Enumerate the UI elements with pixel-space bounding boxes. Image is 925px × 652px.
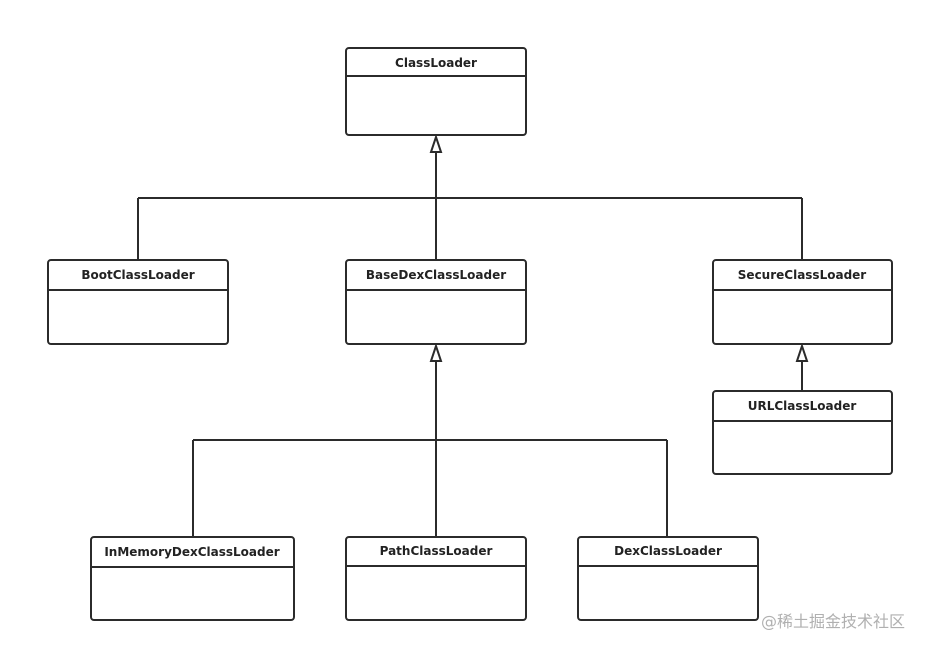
class-name-urlclassloader: URLClassLoader <box>748 399 857 413</box>
inheritance-connector-classloader <box>137 152 803 260</box>
class-box-urlclassloader <box>712 390 893 475</box>
class-box-inmemorydexclassloader <box>90 536 295 621</box>
class-box-classloader <box>345 47 527 136</box>
watermark-text: @稀土掘金技术社区 <box>760 612 905 631</box>
inheritance-arrowhead <box>429 133 443 153</box>
class-name-secureclassloader: SecureClassLoader <box>738 268 867 282</box>
class-name-classloader: ClassLoader <box>395 56 477 70</box>
inheritance-arrowhead <box>795 342 809 362</box>
inheritance-connector-basedexclassloader <box>192 361 668 537</box>
class-box-basedexclassloader <box>345 259 527 345</box>
class-name-inmemorydexclassloader: InMemoryDexClassLoader <box>104 545 279 559</box>
class-name-basedexclassloader: BaseDexClassLoader <box>366 268 506 282</box>
class-name-bootclassloader: BootClassLoader <box>81 268 194 282</box>
class-name-pathclassloader: PathClassLoader <box>380 544 493 558</box>
inheritance-arrowhead <box>429 342 443 362</box>
class-name-dexclassloader: DexClassLoader <box>614 544 722 558</box>
